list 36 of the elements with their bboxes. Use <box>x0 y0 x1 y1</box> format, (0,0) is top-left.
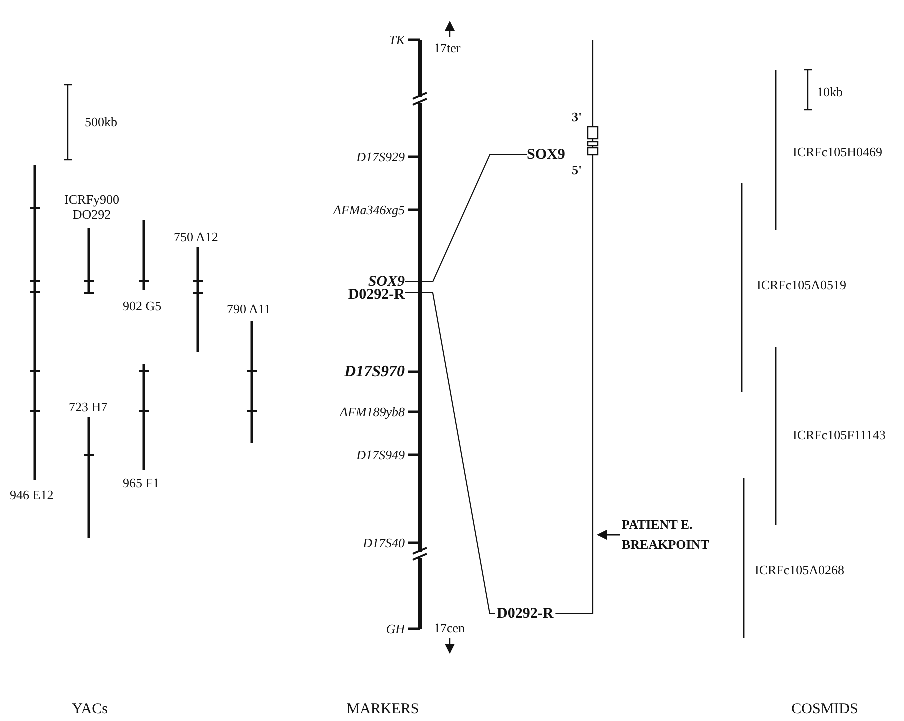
column-heading: MARKERS <box>346 702 420 718</box>
scale-label: 10kb <box>817 84 843 100</box>
marker-label: D0292-R <box>348 287 405 303</box>
cosmid-label: ICRFc105F11143 <box>793 428 886 442</box>
column-heading: COSMIDS <box>792 702 858 718</box>
marker-label: TK <box>389 32 405 48</box>
marker-label: D17S970 <box>344 364 405 380</box>
breakpoint-label: PATIENT E. BREAKPOINT <box>622 515 722 555</box>
marker-label: GH <box>386 622 405 636</box>
connector-line <box>405 292 495 615</box>
direction-label: 17cen <box>434 620 466 636</box>
gene-label: SOX9 <box>527 147 566 163</box>
yac-label: 946 E12 <box>10 488 54 502</box>
marker-label: D0292-R <box>497 606 554 622</box>
pointer-arrow <box>597 530 620 540</box>
cosmid-label: ICRFc105H0469 <box>793 144 883 160</box>
yac-label: 902 G5 <box>123 298 162 314</box>
yac-label: 723 H7 <box>69 400 108 414</box>
marker-label: AFMa346xg5 <box>334 202 405 218</box>
yac-label: 965 F1 <box>123 476 160 490</box>
direction-label: 17ter <box>434 40 461 56</box>
marker-label: AFM189yb8 <box>340 404 405 420</box>
end-label: 3' <box>572 110 582 124</box>
marker-label: D17S929 <box>356 150 405 164</box>
marker-label: D17S949 <box>356 448 405 462</box>
column-heading: YACs <box>72 702 108 718</box>
yac-label: ICRFy900 DO292 <box>64 192 120 222</box>
cosmid-label: ICRFc105A0268 <box>755 562 845 578</box>
cosmid-label: ICRFc105A0519 <box>757 278 847 292</box>
marker-label: SOX9 <box>368 274 405 290</box>
end-label: 5' <box>572 162 582 178</box>
yac-label: 790 A11 <box>227 302 271 316</box>
scale-label: 500kb <box>85 114 118 130</box>
yac-label: 750 A12 <box>174 230 218 244</box>
connector-line <box>405 154 527 283</box>
marker-label: D17S40 <box>363 536 405 550</box>
